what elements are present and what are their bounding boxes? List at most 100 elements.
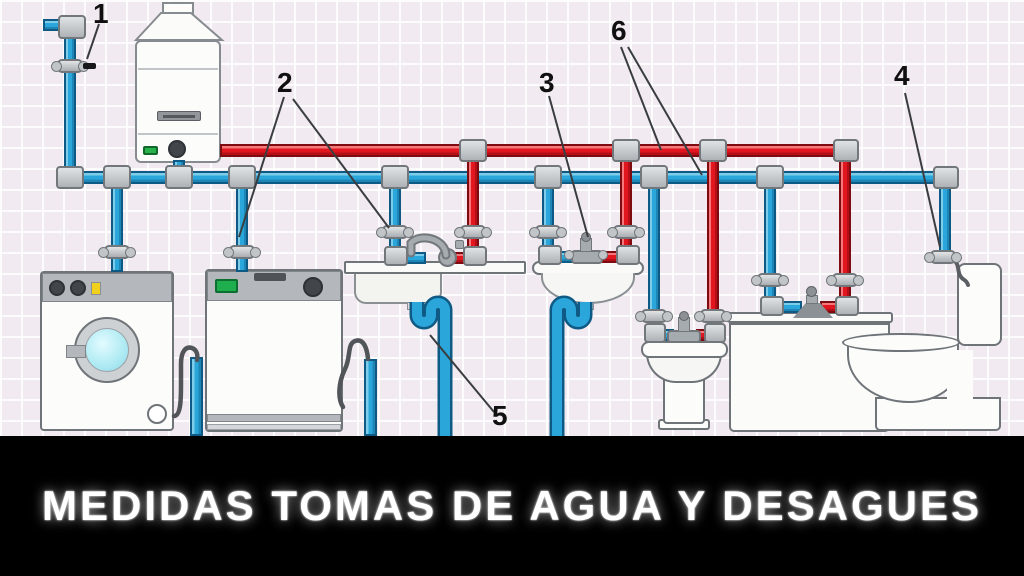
washing-machine-top-panel — [42, 273, 172, 302]
bidet-hot-valve — [694, 309, 732, 323]
dishwasher-kick-plate — [207, 414, 341, 422]
cold-supply-riser — [64, 25, 76, 177]
diagram-area: 1 2 3 4 5 6 — [0, 0, 1024, 436]
leader-line-2b — [292, 98, 390, 229]
bidet-pedestal — [663, 378, 705, 424]
pipe-elbow — [463, 246, 487, 266]
water-heater-flue-neck — [162, 2, 194, 15]
water-heater-panel-line — [138, 133, 218, 135]
bathtub-spout — [793, 303, 833, 318]
kitchen-hot-valve — [454, 225, 492, 239]
pipe-elbow — [384, 246, 408, 266]
bathtub-mixer-knob — [806, 286, 817, 297]
lavatory-mixer-wing — [598, 250, 608, 260]
lavatory-mixer-knob — [581, 232, 591, 242]
main-shutoff-valve — [51, 59, 89, 73]
toilet-rear — [947, 350, 973, 400]
pipe-tee — [459, 139, 487, 162]
kitchen-cold-valve — [376, 225, 414, 239]
bidet-mixer-knob — [679, 311, 689, 321]
pipe-elbow — [704, 323, 726, 343]
lavatory-hot-valve — [607, 225, 645, 239]
washing-machine-filter-cap — [147, 404, 167, 424]
pipe-elbow — [760, 296, 784, 316]
water-heater-vent-slot-inner — [163, 115, 195, 118]
pipe-tee — [228, 165, 256, 189]
lavatory-outlet — [578, 302, 594, 310]
washing-machine-indicator — [91, 282, 101, 295]
main-shutoff-valve-handle — [83, 63, 96, 69]
lavatory-cold-valve — [529, 225, 567, 239]
title-banner: MEDIDAS TOMAS DE AGUA Y DESAGUES — [0, 436, 1024, 576]
pipe-elbow — [833, 139, 859, 162]
water-heater-knob — [168, 140, 186, 158]
washing-machine-door-glass — [85, 328, 129, 372]
cold-water-main-pipe — [64, 171, 951, 184]
leader-line-6a — [620, 46, 662, 151]
pipe-tee — [381, 165, 409, 189]
kitchen-faucet-base — [438, 248, 457, 267]
toilet-base — [875, 397, 1001, 431]
dishwasher-drain-standpipe — [364, 359, 377, 436]
pipe-elbow — [56, 166, 84, 189]
kitchen-counter — [344, 261, 526, 274]
pipe-tee — [756, 165, 784, 189]
kitchen-cold-drop — [389, 183, 401, 253]
lavatory-bowl — [541, 273, 635, 304]
toilet-cold-drop — [939, 180, 951, 252]
washer-drain-standpipe — [190, 357, 203, 436]
lavatory-cold-drop — [542, 183, 554, 252]
bidet-rim — [641, 341, 728, 358]
toilet-shutoff-valve — [924, 250, 962, 264]
kitchen-sink-trap — [412, 298, 450, 436]
pipe-tee — [699, 139, 727, 162]
kitchen-sink-trap-outline — [409, 295, 453, 436]
bathtub-cold-valve — [751, 273, 789, 287]
pipe-tee — [612, 139, 640, 162]
callout-label-2: 2 — [277, 67, 293, 98]
dishwasher-slot — [254, 273, 286, 281]
lavatory-mixer-wing — [564, 250, 574, 260]
callout-label-1: 1 — [93, 0, 109, 29]
pipe-tee — [103, 165, 131, 189]
dishwasher-kick-plate-line — [207, 424, 341, 430]
bidet-cold-drop — [648, 183, 660, 329]
washing-machine-door-handle — [66, 345, 86, 358]
callout-label-3: 3 — [539, 67, 555, 98]
pipe-elbow — [835, 296, 859, 316]
callout-label-6: 6 — [611, 15, 627, 46]
leader-line-5 — [429, 334, 495, 413]
pipe-elbow — [933, 166, 959, 189]
pipe-elbow — [616, 245, 640, 265]
kitchen-faucet-lever — [455, 240, 464, 249]
dishwasher-knob — [303, 277, 323, 297]
water-heater-power-led — [143, 146, 158, 155]
callout-label-5: 5 — [492, 400, 508, 431]
callout-label-4: 4 — [894, 60, 910, 91]
bidet-cold-valve — [635, 309, 673, 323]
toilet-seat — [842, 333, 960, 352]
kitchen-sink-outlet — [407, 302, 427, 310]
pipe-tee — [534, 165, 562, 189]
toilet-tank — [957, 263, 1002, 346]
washing-machine-knob — [70, 280, 86, 296]
pipe-elbow — [58, 15, 86, 39]
washing-machine-knob — [49, 280, 65, 296]
washer-shutoff-valve — [98, 245, 136, 259]
pipe-elbow — [644, 323, 666, 343]
dishwasher-shutoff-valve — [223, 245, 261, 259]
kitchen-sink-basin — [354, 274, 442, 304]
bathtub-hot-valve — [826, 273, 864, 287]
pipe-elbow — [538, 245, 562, 265]
pipe-tee — [640, 165, 668, 189]
pipe-tee — [165, 165, 193, 189]
bidet-hot-drop — [707, 156, 719, 329]
title-banner-text: MEDIDAS TOMAS DE AGUA Y DESAGUES — [41, 482, 983, 529]
water-heater-flue-funnel — [133, 12, 225, 41]
leader-line-1 — [86, 23, 100, 60]
water-heater-lid-line — [138, 68, 218, 70]
lavatory-trap — [552, 298, 590, 436]
hot-water-main-pipe — [220, 144, 851, 157]
lavatory-trap-outline — [549, 295, 593, 436]
